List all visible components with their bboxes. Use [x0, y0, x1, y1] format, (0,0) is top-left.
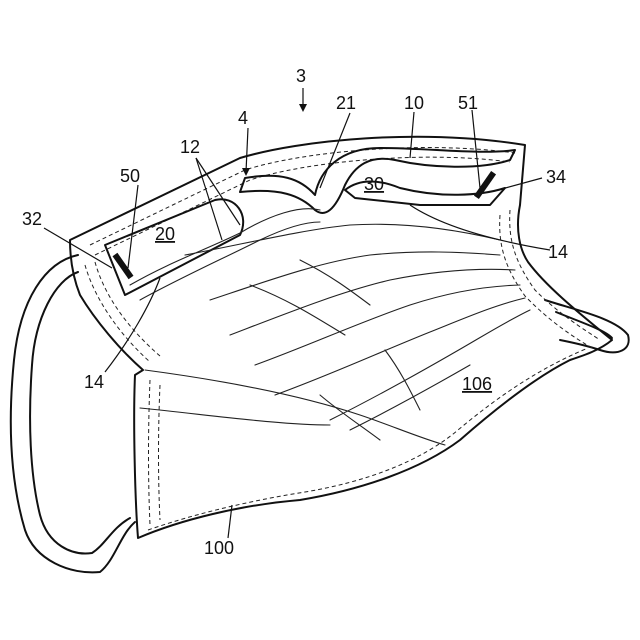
label-32: 32 — [22, 209, 42, 229]
left-ear-loop-inner — [30, 272, 130, 553]
leader-50 — [128, 185, 138, 268]
leader-10 — [410, 112, 414, 158]
label-21: 21 — [336, 93, 356, 113]
leader-32 — [44, 228, 112, 268]
clip-51 — [474, 171, 496, 199]
fold-line-7 — [350, 365, 470, 430]
leader-21 — [320, 113, 350, 188]
mask-body-outline — [70, 137, 612, 538]
label-51: 51 — [458, 93, 478, 113]
label-30: 30 — [364, 174, 384, 194]
leader-34 — [498, 178, 542, 190]
leader-3-arrow — [299, 104, 307, 112]
stitch-bottom-edge — [148, 348, 588, 530]
stitch-left-edge-2 — [159, 385, 161, 520]
label-50: 50 — [120, 166, 140, 186]
fold-line-10 — [320, 395, 380, 440]
label-20: 20 — [155, 224, 175, 244]
fold-line-11 — [385, 350, 420, 410]
stitch-left-edge — [149, 380, 151, 525]
label-106: 106 — [462, 374, 492, 394]
label-4: 4 — [238, 108, 248, 128]
fold-line-9 — [140, 408, 330, 425]
label-12: 12 — [180, 137, 200, 157]
label-34: 34 — [546, 167, 566, 187]
label-3: 3 — [296, 66, 306, 86]
fold-line-13 — [250, 285, 345, 335]
fold-line-6 — [330, 310, 530, 420]
leader-4-arrow — [242, 168, 250, 176]
label-10: 10 — [404, 93, 424, 113]
label-14-right: 14 — [548, 242, 568, 262]
stitch-right-edge — [510, 210, 600, 340]
label-14-left: 14 — [84, 372, 104, 392]
label-100: 100 — [204, 538, 234, 558]
fold-line-12 — [300, 260, 370, 305]
right-ear-loop — [545, 300, 629, 352]
clip-50 — [113, 253, 134, 279]
fold-line-8 — [145, 370, 445, 445]
leader-4 — [246, 128, 248, 172]
